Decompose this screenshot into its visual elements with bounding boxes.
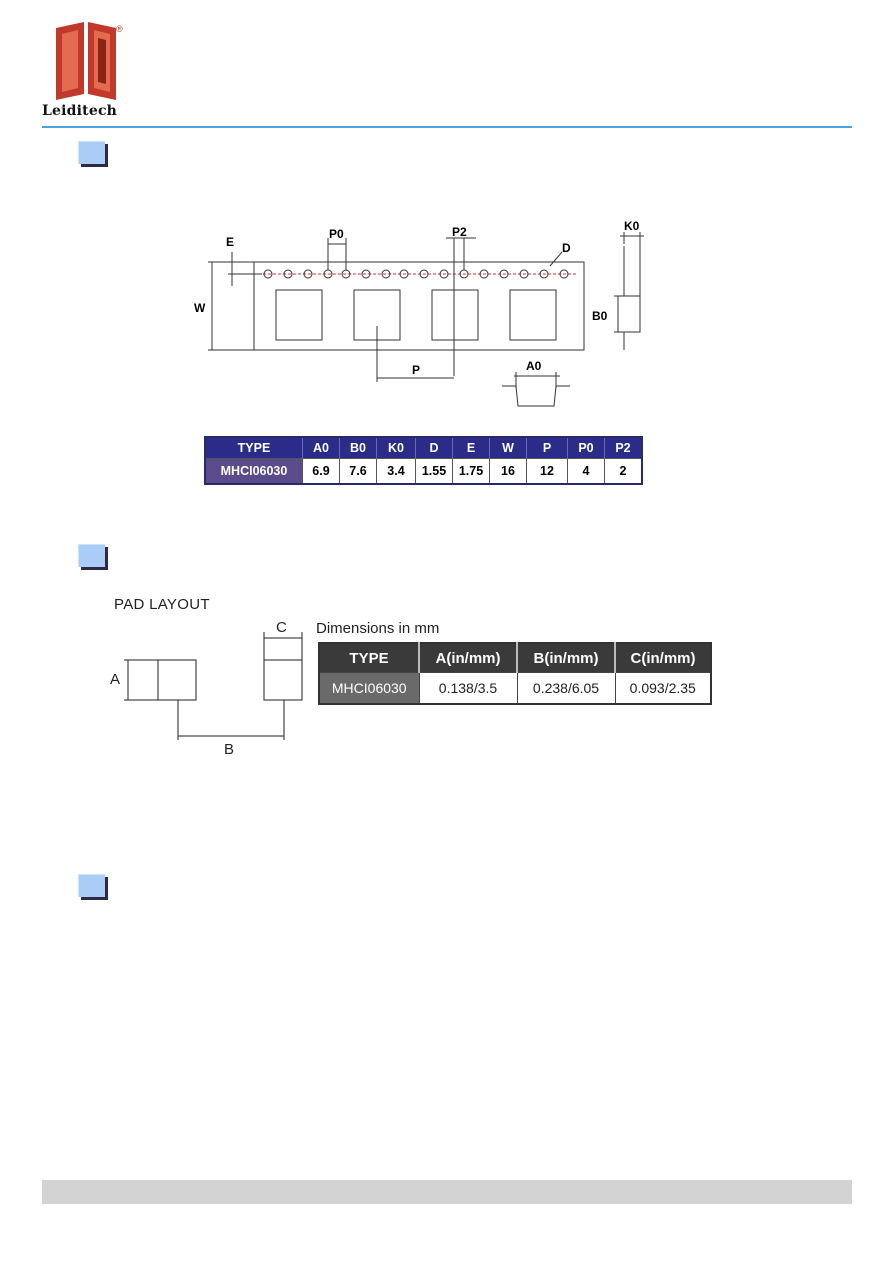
table-cell: 2 <box>604 458 643 485</box>
table-cell: 0.138/3.5 <box>418 672 518 705</box>
footer-bar <box>42 1180 852 1204</box>
label-a0: A0 <box>526 359 542 373</box>
label-b0: B0 <box>592 309 608 323</box>
table-cell: 7.6 <box>339 458 377 485</box>
section-marker-1 <box>78 141 108 167</box>
label-k0: K0 <box>624 219 640 233</box>
table-header-cell: A(in/mm) <box>419 643 518 673</box>
table-header-cell: P0 <box>567 437 605 459</box>
table-cell: 3.4 <box>376 458 416 485</box>
table-header-cell: B0 <box>339 437 377 459</box>
label-p2: P2 <box>452 225 467 239</box>
pad-layout-drawing: A C B <box>110 616 310 766</box>
registered-mark: ® <box>116 24 123 34</box>
table-cell: 0.238/6.05 <box>516 672 616 705</box>
tape-dimension-drawing: W E P0 P2 D P <box>186 216 662 412</box>
table-header-cell: E <box>452 437 490 459</box>
table-cell-type: MHCI06030 <box>318 672 420 705</box>
table-header-cell: TYPE <box>319 643 420 673</box>
table-cell: 6.9 <box>302 458 340 485</box>
table-cell: 16 <box>489 458 527 485</box>
table-cell: 4 <box>567 458 605 485</box>
table-header-cell: A0 <box>302 437 340 459</box>
leiditech-logo-icon <box>40 14 132 120</box>
pad-layout-title: PAD LAYOUT <box>114 596 210 613</box>
table-cell-type: MHCI06030 <box>204 458 303 485</box>
table-header-row: TYPE A(in/mm) B(in/mm) C(in/mm) <box>319 643 711 673</box>
table-header-cell: P2 <box>604 437 643 459</box>
table-row: MHCI06030 6.9 7.6 3.4 1.55 1.75 16 12 4 … <box>204 458 643 485</box>
tape-dimension-table: TYPE A0 B0 K0 D E W P P0 P2 MHCI06030 6.… <box>204 436 643 485</box>
table-header-cell: C(in/mm) <box>615 643 711 673</box>
table-header-cell: P <box>526 437 568 459</box>
table-header-row: TYPE A0 B0 K0 D E W P P0 P2 <box>205 437 643 459</box>
table-cell: 1.55 <box>415 458 453 485</box>
table-header-cell: TYPE <box>205 437 303 459</box>
label-c: C <box>276 619 287 636</box>
table-cell: 1.75 <box>452 458 490 485</box>
table-header-cell: K0 <box>376 437 416 459</box>
label-e: E <box>226 235 234 249</box>
label-w: W <box>194 301 206 315</box>
label-d: D <box>562 241 571 255</box>
table-header-cell: B(in/mm) <box>517 643 616 673</box>
label-a: A <box>110 671 120 688</box>
label-p0: P0 <box>329 227 344 241</box>
header-rule <box>42 126 852 128</box>
brand-name: Leiditech <box>42 103 118 119</box>
section-marker-2 <box>78 544 108 570</box>
table-header-cell: W <box>489 437 527 459</box>
table-row: MHCI06030 0.138/3.5 0.238/6.05 0.093/2.3… <box>318 672 712 705</box>
table-header-cell: D <box>415 437 453 459</box>
label-p: P <box>412 363 420 377</box>
section-marker-3 <box>78 874 108 900</box>
table-cell: 0.093/2.35 <box>614 672 712 705</box>
label-b: B <box>224 741 234 758</box>
pad-dimension-table: TYPE A(in/mm) B(in/mm) C(in/mm) MHCI0603… <box>318 642 712 705</box>
table-cell: 12 <box>526 458 568 485</box>
dimensions-label: Dimensions in mm <box>316 620 440 637</box>
